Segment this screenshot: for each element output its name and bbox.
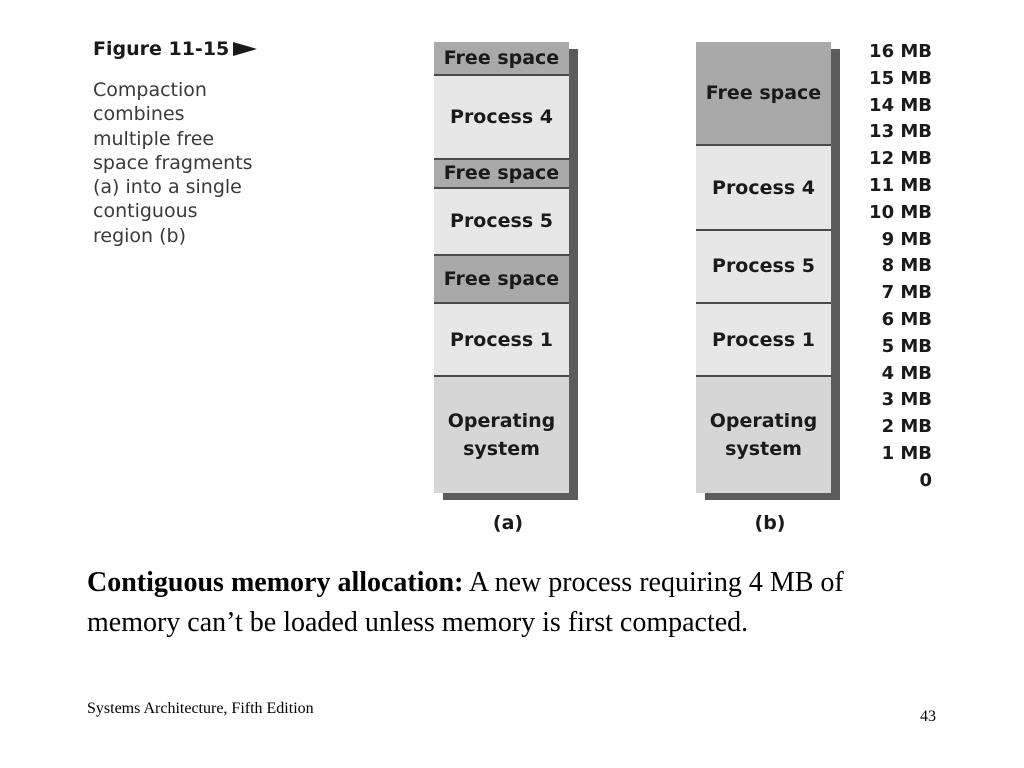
scale-label: 8 MB bbox=[881, 255, 932, 277]
memory-block-free-space: Free space bbox=[434, 42, 569, 76]
memory-block-operating-system: Operating system bbox=[696, 377, 831, 493]
footer-book-title: Systems Architecture, Fifth Edition bbox=[87, 700, 314, 717]
caption-line: multiple free bbox=[93, 127, 215, 150]
memory-block-free-space: Free space bbox=[434, 160, 569, 189]
memory-block-label: Process 5 bbox=[712, 255, 815, 278]
scale-label: 7 MB bbox=[881, 282, 932, 304]
caption-line: contiguous bbox=[93, 200, 198, 223]
page-number: 43 bbox=[920, 708, 936, 725]
arrow-right-icon bbox=[233, 42, 258, 56]
memory-block-label: Process 5 bbox=[450, 210, 553, 233]
column-a-label: (a) bbox=[492, 512, 524, 534]
scale-label: 11 MB bbox=[869, 175, 932, 196]
caption-line: (a) into a single bbox=[93, 176, 242, 199]
scale-label: 10 MB bbox=[869, 201, 932, 223]
memory-block-label: system bbox=[725, 438, 802, 461]
scale-label: 14 MB bbox=[869, 94, 932, 116]
caption-line: combines bbox=[93, 103, 185, 126]
figure-label: Figure 11-15 bbox=[93, 38, 258, 60]
figure-number: Figure 11-15 bbox=[93, 38, 230, 60]
memory-block-label: Process 4 bbox=[712, 176, 815, 199]
memory-block-process-5: Process 5 bbox=[434, 188, 569, 257]
memory-block-label: Process 1 bbox=[450, 328, 553, 351]
bullet-body: A new process requiring 4 MB of memory c… bbox=[87, 567, 844, 638]
scale-label: 2 MB bbox=[881, 416, 932, 438]
bullet-bold-term: Contiguous memory allocation: bbox=[87, 567, 464, 598]
scale-label: 6 MB bbox=[881, 309, 932, 330]
caption-line: Compaction bbox=[93, 79, 207, 101]
memory-block-label: Operating bbox=[709, 410, 818, 433]
memory-block-label: Free space bbox=[443, 46, 560, 69]
scale-label: 15 MB bbox=[869, 67, 932, 89]
scale-label: 12 MB bbox=[869, 148, 932, 170]
scale-label: 5 MB bbox=[881, 335, 932, 357]
scale-label: 9 MB bbox=[881, 228, 932, 250]
scale-label: 16 MB bbox=[869, 41, 932, 62]
memory-block-free-space: Free space bbox=[434, 256, 569, 305]
memory-block-process-1: Process 1 bbox=[434, 304, 569, 378]
scale-label: 4 MB bbox=[881, 362, 932, 384]
caption-line: region (b) bbox=[93, 224, 187, 247]
memory-block-label: Free space bbox=[443, 162, 560, 185]
memory-block-free-space: Free space bbox=[696, 42, 831, 147]
bullet-text: Contiguous memory allocation: A new proc… bbox=[87, 563, 907, 643]
scale-label: 1 MB bbox=[881, 443, 932, 464]
memory-block-operating-system: Operating system bbox=[434, 377, 569, 493]
memory-block-process-4: Process 4 bbox=[434, 75, 569, 161]
memory-block-process-1: Process 1 bbox=[696, 304, 831, 378]
memory-block-label: Free space bbox=[705, 82, 822, 105]
scale-label: 3 MB bbox=[881, 389, 932, 411]
scale-label: 0 bbox=[919, 469, 932, 491]
memory-block-label: Process 1 bbox=[712, 328, 815, 351]
column-b-label: (b) bbox=[754, 512, 786, 534]
memory-block-process-4: Process 4 bbox=[696, 146, 831, 231]
scale-label: 13 MB bbox=[869, 121, 932, 143]
memory-block-label: system bbox=[463, 438, 540, 461]
memory-block-label: Process 4 bbox=[450, 106, 553, 129]
memory-block-process-5: Process 5 bbox=[696, 230, 831, 305]
caption-line: space fragments bbox=[93, 151, 253, 174]
memory-block-label: Free space bbox=[443, 268, 560, 291]
memory-block-label: Operating bbox=[447, 410, 556, 433]
